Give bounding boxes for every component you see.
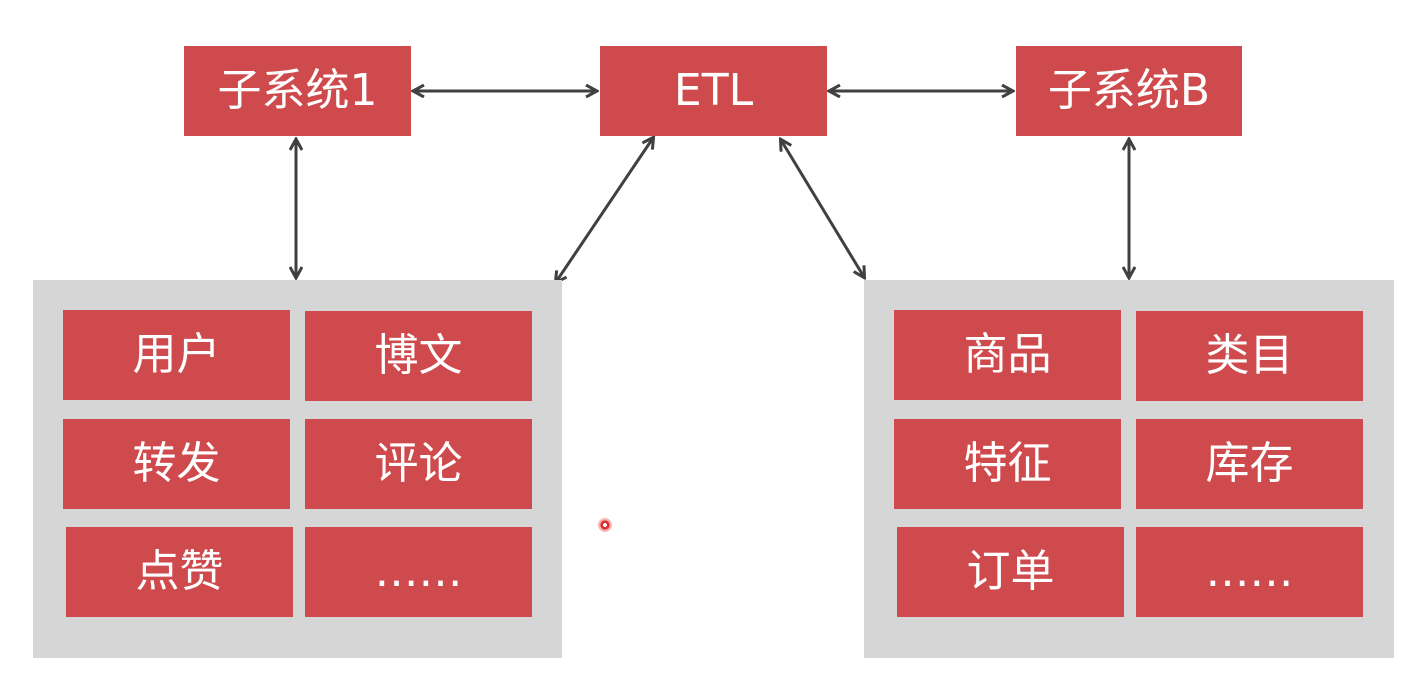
left-item-reposts: 转发 <box>63 419 290 509</box>
right-item-products: 商品 <box>894 310 1121 400</box>
right-item-inventory: 库存 <box>1136 419 1363 509</box>
right-item-features: 特征 <box>894 419 1121 509</box>
pointer-cursor <box>598 518 612 532</box>
right-item-orders: 订单 <box>897 527 1124 617</box>
left-item-posts: 博文 <box>305 311 532 401</box>
arrow-etl-left-group <box>556 138 653 282</box>
subsystem-b-node: 子系统B <box>1016 46 1242 136</box>
left-item-users: 用户 <box>63 310 290 400</box>
left-data-group: 用户 博文 转发 评论 点赞 …… <box>33 280 562 658</box>
left-item-more: …… <box>305 527 532 617</box>
right-item-more: …… <box>1136 527 1363 617</box>
etl-node: ETL <box>600 46 827 136</box>
right-item-categories: 类目 <box>1136 311 1363 401</box>
arrow-etl-right-group <box>781 140 864 277</box>
right-data-group: 商品 类目 特征 库存 订单 …… <box>864 280 1394 658</box>
left-item-likes: 点赞 <box>66 527 293 617</box>
left-item-comments: 评论 <box>305 419 532 509</box>
subsystem-1-node: 子系统1 <box>184 46 411 136</box>
